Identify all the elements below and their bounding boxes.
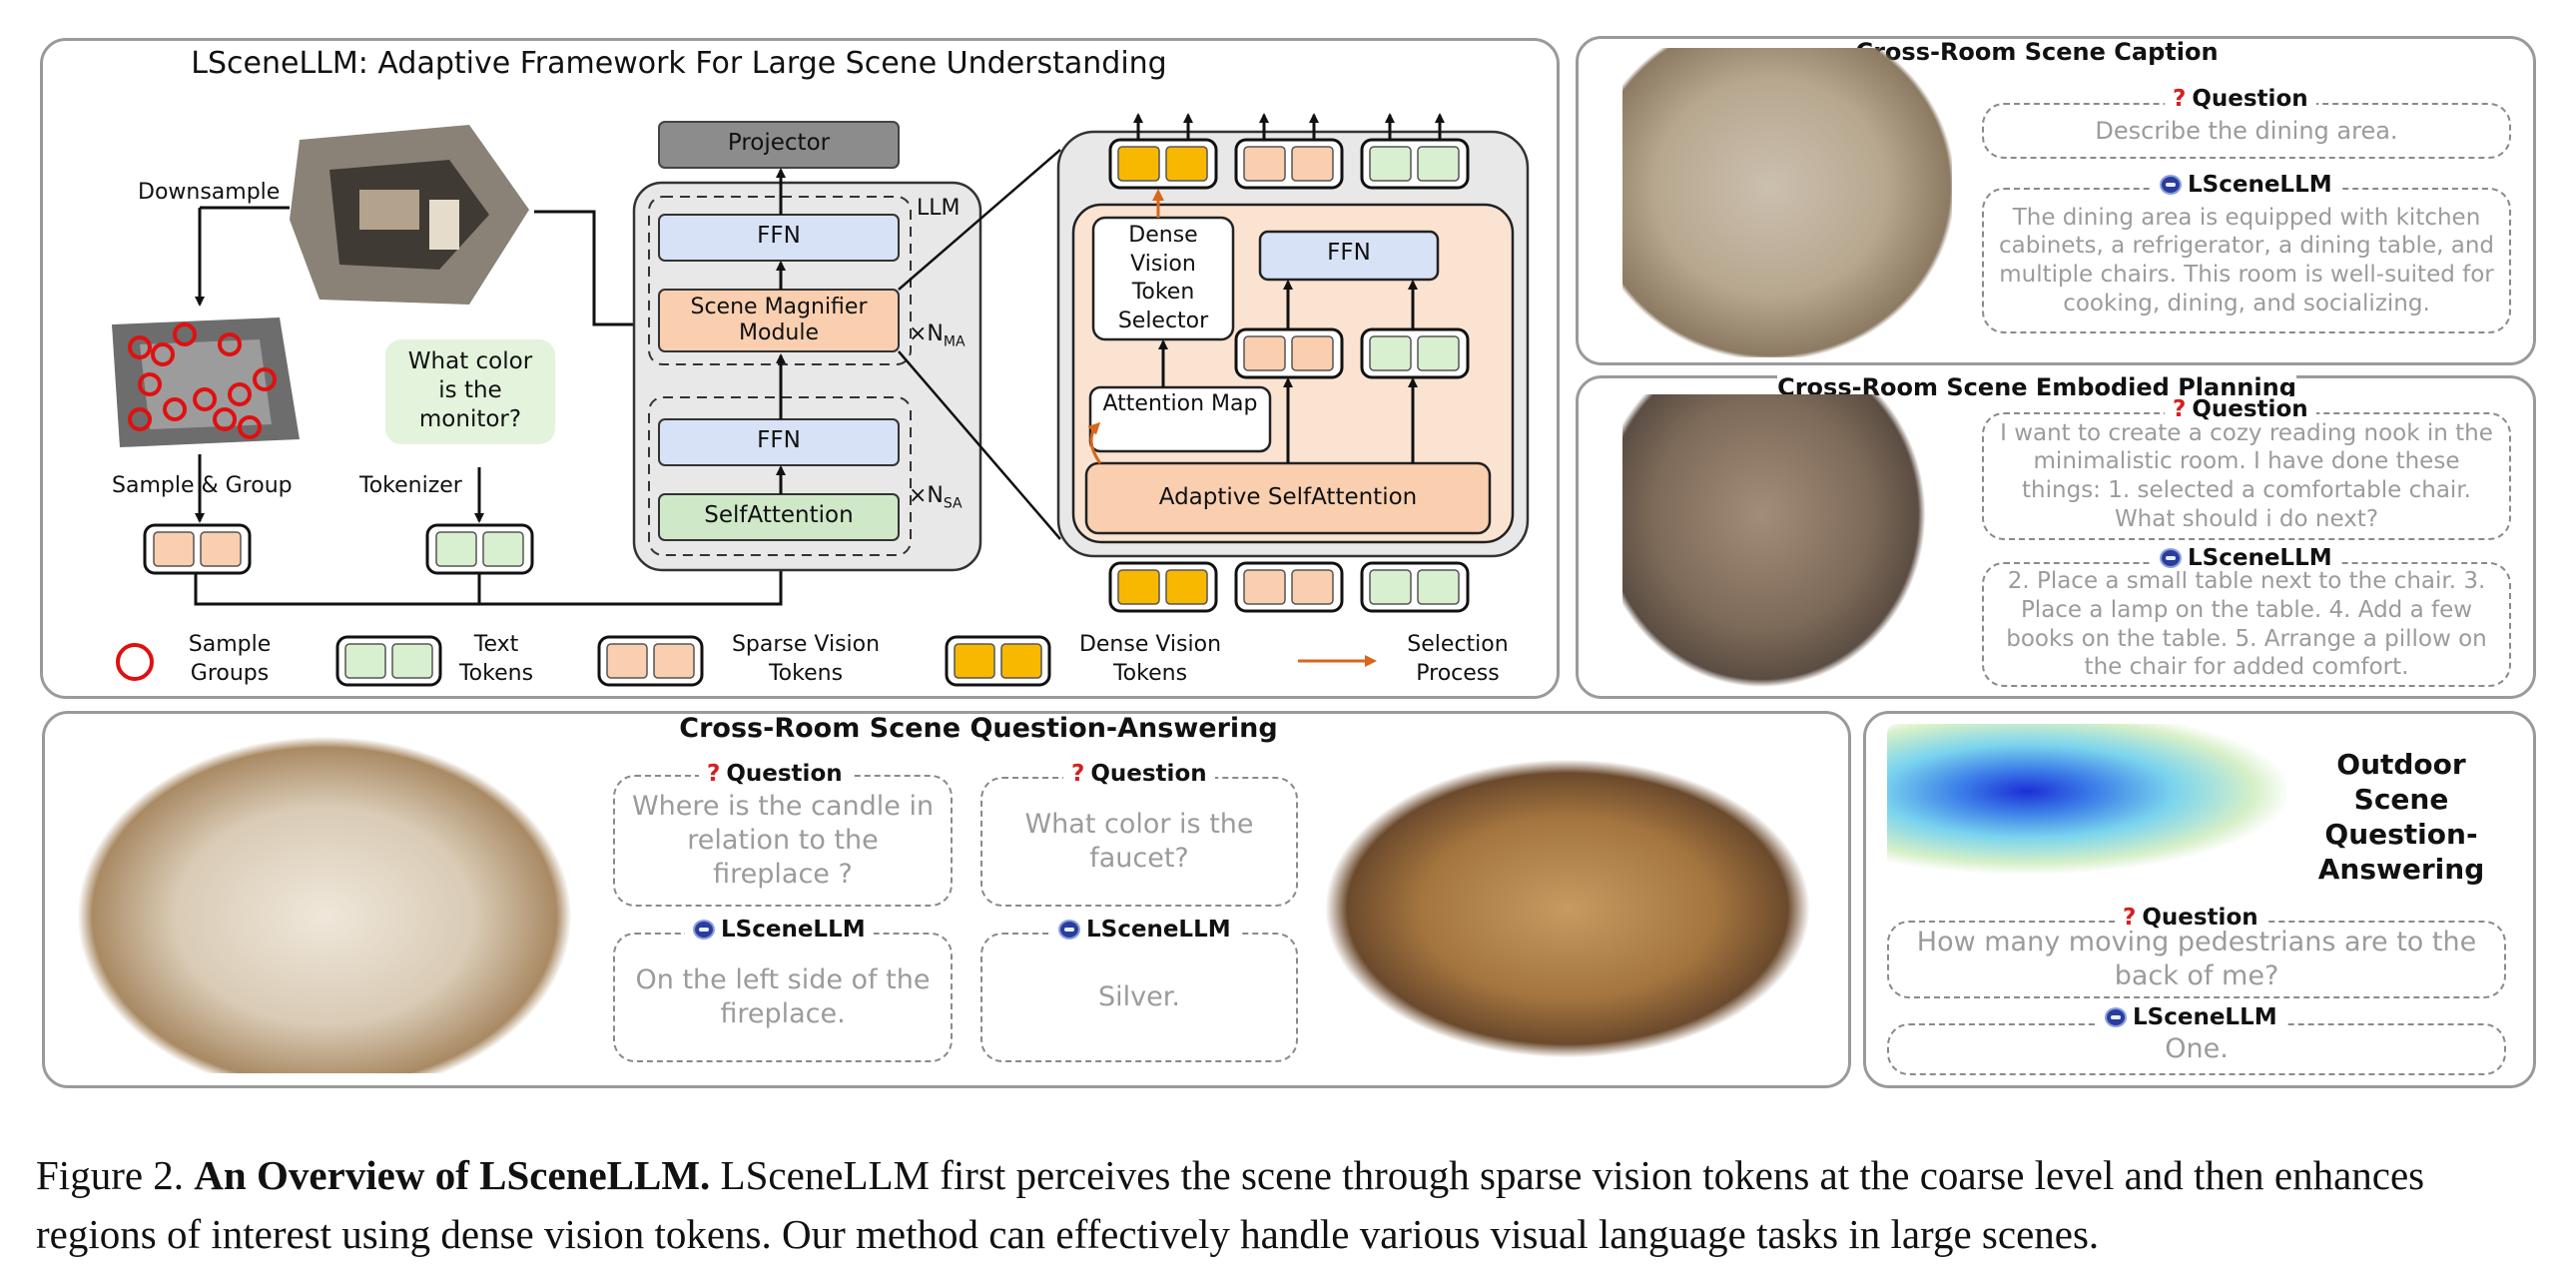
framework-title: LSceneLLM: Adaptive Framework For Large … xyxy=(191,46,1167,81)
lidar-point-cloud-image xyxy=(1887,724,2286,874)
ffn-lower-label: FFN xyxy=(757,427,801,453)
planning-question-header: ?Question xyxy=(2165,396,2316,422)
qa2-answer-bubble: Silver. xyxy=(980,933,1298,1062)
ffn-upper-label: FFN xyxy=(757,223,801,249)
planning-answer-header: LSceneLLM xyxy=(2152,545,2340,571)
qa1-question-bubble: Where is the candle in relation to the f… xyxy=(613,775,953,907)
qa-scene-image-left xyxy=(60,724,589,1073)
scene-magnifier-label: Scene Magnifier Module xyxy=(690,295,868,346)
xnma-label: ×NMA xyxy=(909,321,966,350)
figure-caption-text: LSceneLLM first perceives the scene thro… xyxy=(36,1152,2425,1258)
caption-answer-bubble: The dining area is equipped with kitchen… xyxy=(1982,188,2511,333)
attention-map-label: Attention Map xyxy=(1102,391,1258,416)
caption-question-header: ?Question xyxy=(2165,86,2316,112)
question-bubble-text: What color is the monitor? xyxy=(407,348,533,432)
outdoor-question-bubble: How many moving pedestrians are to the b… xyxy=(1887,921,2506,998)
robot-icon xyxy=(2160,548,2182,568)
outdoor-answer-header: LSceneLLM xyxy=(2097,1004,2285,1030)
planning-question-bubble: I want to create a cozy reading nook in … xyxy=(1982,412,2511,540)
qa2-question-header: ?Question xyxy=(1063,761,1215,787)
figure-caption-prefix: Figure 2. xyxy=(36,1152,185,1198)
projector-label: Projector xyxy=(727,130,831,156)
planning-answer-bubble: 2. Place a small table next to the chair… xyxy=(1982,562,2511,687)
label-downsample: Downsample xyxy=(138,180,281,205)
figure-caption: Figure 2. An Overview of LSceneLLM. LSce… xyxy=(36,1146,2542,1265)
robot-icon xyxy=(2105,1007,2127,1027)
robot-icon xyxy=(2160,175,2182,195)
caption-answer-header: LSceneLLM xyxy=(2152,172,2340,198)
legend-sample-groups: Sample Groups xyxy=(188,632,272,686)
qa-scene-image-right xyxy=(1308,749,1827,1068)
dense-selector-label: Dense Vision Token Selector xyxy=(1117,223,1209,333)
legend-selection-label: Selection Process xyxy=(1407,632,1509,686)
figure-caption-bold: An Overview of LSceneLLM. xyxy=(194,1152,711,1198)
qa2-answer-header: LSceneLLM xyxy=(1050,917,1239,943)
caption-scene-image xyxy=(1622,48,1952,357)
caption-question-bubble: Describe the dining area. xyxy=(1982,103,2511,159)
xnsa-label: ×NSA xyxy=(909,483,963,512)
robot-icon xyxy=(1058,920,1080,940)
qa1-answer-bubble: On the left side of the fireplace. xyxy=(613,933,953,1062)
adaptive-self-attention-label: Adaptive SelfAttention xyxy=(1158,484,1418,510)
outdoor-answer-bubble: One. xyxy=(1887,1023,2506,1075)
legend-sparse-label: Sparse Vision Tokens xyxy=(731,632,881,686)
qa2-question-bubble: What color is the faucet? xyxy=(980,777,1298,907)
llm-label: LLM xyxy=(917,196,961,221)
outdoor-panel-title: Outdoor Scene Question-Answering xyxy=(2317,748,2485,886)
self-attention-label: SelfAttention xyxy=(704,502,854,528)
legend-text-tokens-label: Text Tokens xyxy=(458,632,534,686)
qa1-answer-header: LSceneLLM xyxy=(685,917,874,943)
label-sample-group: Sample & Group xyxy=(112,473,293,498)
outdoor-question-header: ?Question xyxy=(2115,905,2266,931)
robot-icon xyxy=(693,920,715,940)
qa1-question-header: ?Question xyxy=(699,761,851,787)
legend-dense-label: Dense Vision Tokens xyxy=(1078,632,1222,686)
inner-ffn-label: FFN xyxy=(1327,240,1371,266)
qa-panel-title: Cross-Room Scene Question-Answering xyxy=(679,713,1278,744)
label-tokenizer: Tokenizer xyxy=(359,473,462,498)
planning-scene-image xyxy=(1622,394,1932,694)
